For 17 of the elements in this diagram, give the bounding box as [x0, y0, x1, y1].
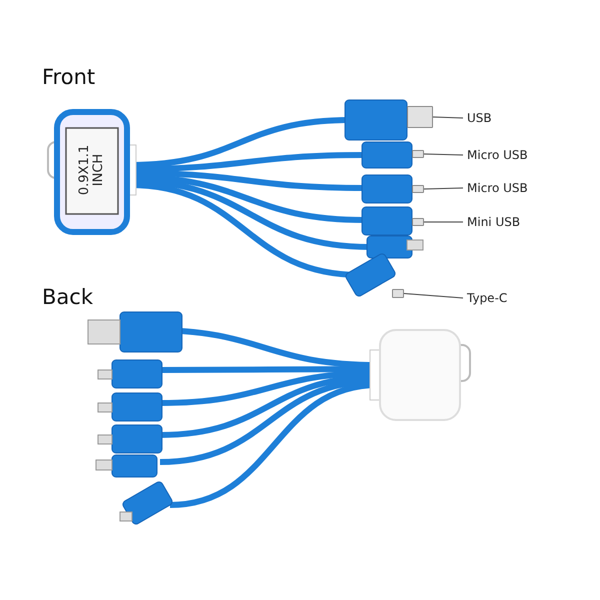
leader-line — [432, 116, 464, 118]
view-heading: Back — [42, 290, 93, 304]
leader-line — [424, 154, 464, 156]
callout-label: Mini USB — [467, 215, 520, 229]
callout-label: Type-C — [467, 291, 508, 305]
usb-plug — [407, 106, 433, 128]
leader-line — [424, 188, 464, 190]
size-label: 0.9X1.1 INCH — [78, 144, 106, 198]
usb-c-plug — [392, 289, 404, 298]
callout-label: Micro USB — [467, 148, 528, 162]
callout-label: USB — [467, 111, 492, 125]
micro-usb-plug — [412, 185, 424, 193]
leader-line — [404, 293, 464, 298]
micro-usb-plug — [412, 150, 424, 158]
callout-label: Micro USB — [467, 181, 528, 195]
mini-usb-plug — [412, 218, 424, 226]
view-heading: Front — [42, 70, 96, 84]
